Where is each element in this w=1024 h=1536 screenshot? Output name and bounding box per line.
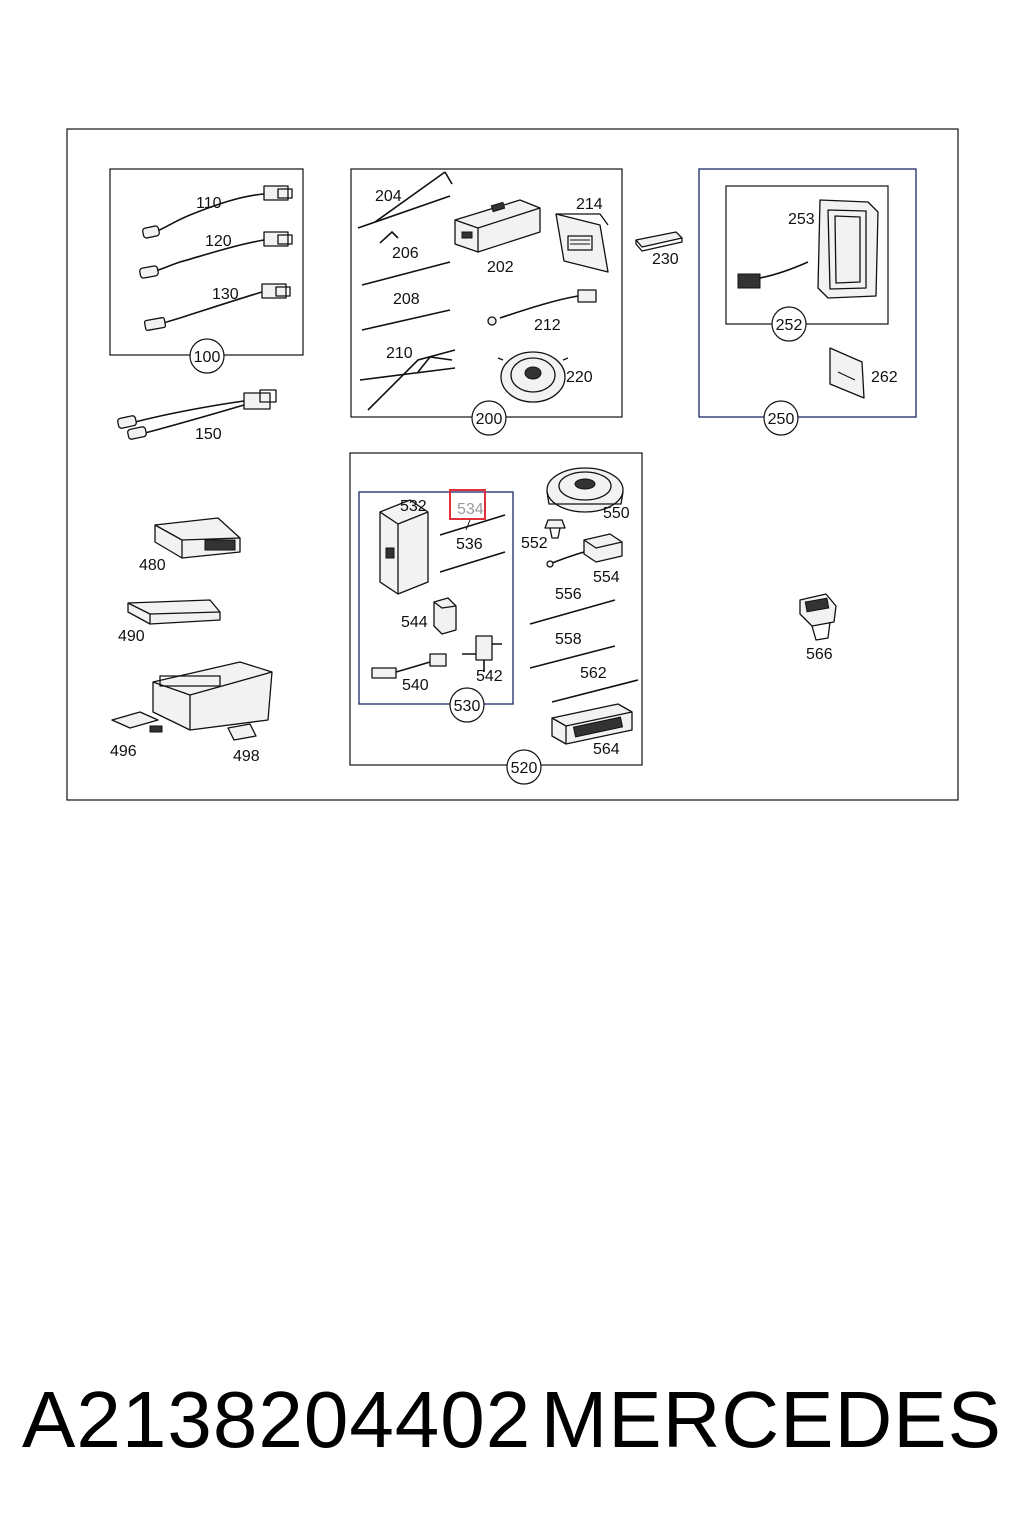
- wire-556[interactable]: [529, 599, 616, 625]
- switch-566[interactable]: [799, 593, 837, 641]
- label-496: 496: [110, 743, 137, 760]
- label-540: 540: [402, 677, 429, 694]
- label-558: 558: [555, 631, 582, 648]
- wire-536[interactable]: [439, 551, 506, 573]
- speaker-550[interactable]: [546, 467, 624, 513]
- group-label-252: 252: [776, 317, 803, 334]
- group-250: 253 252 262 250: [698, 168, 917, 436]
- group-label-250: 250: [768, 411, 795, 428]
- group-label-200: 200: [476, 411, 503, 428]
- label-212: 212: [534, 317, 561, 334]
- adapter-542[interactable]: [462, 635, 502, 672]
- group-label-530: 530: [454, 698, 481, 715]
- group-label-520: 520: [511, 760, 538, 777]
- label-150: 150: [195, 426, 222, 443]
- usb-stick-230[interactable]: [635, 231, 683, 252]
- label-564: 564: [593, 741, 620, 758]
- label-262: 262: [871, 369, 898, 386]
- highlight-534: [449, 489, 486, 520]
- wire-558[interactable]: [529, 645, 616, 669]
- group-200: 204 206 208 210 202 214: [350, 168, 623, 436]
- label-214: 214: [576, 196, 603, 213]
- label-532: 532: [400, 498, 427, 515]
- label-253: 253: [788, 211, 815, 228]
- unit-564[interactable]: [551, 703, 633, 745]
- module-554[interactable]: [546, 533, 623, 568]
- wire-206[interactable]: [361, 261, 451, 286]
- clip-552[interactable]: [544, 519, 566, 539]
- part-number: A2138204402: [22, 1375, 532, 1464]
- group-100: 110 120 130 100: [109, 168, 304, 374]
- cable-110[interactable]: [142, 185, 293, 239]
- module-490[interactable]: [127, 599, 221, 625]
- label-554: 554: [593, 569, 620, 586]
- brand-name: MERCEDES: [540, 1375, 1002, 1464]
- cable-540[interactable]: [371, 653, 447, 679]
- label-556: 556: [555, 586, 582, 603]
- label-536: 536: [456, 536, 483, 553]
- label-498: 498: [233, 748, 260, 765]
- label-542: 542: [476, 668, 503, 685]
- label-204: 204: [375, 188, 402, 205]
- wire-534[interactable]: [439, 514, 506, 536]
- group-label-100: 100: [194, 349, 221, 366]
- label-480: 480: [139, 557, 166, 574]
- label-230: 230: [652, 251, 679, 268]
- label-120: 120: [205, 233, 232, 250]
- cable-212[interactable]: [487, 289, 597, 326]
- wire-562[interactable]: [551, 679, 639, 703]
- cable-120[interactable]: [139, 231, 293, 279]
- unit-532[interactable]: [379, 499, 429, 595]
- label-208: 208: [393, 291, 420, 308]
- cable-130[interactable]: [143, 283, 291, 331]
- glass-262[interactable]: [829, 347, 865, 399]
- cable-150[interactable]: [117, 389, 277, 440]
- display-connector[interactable]: [737, 261, 809, 289]
- label-562: 562: [580, 665, 607, 682]
- label-220: 220: [566, 369, 593, 386]
- label-566: 566: [806, 646, 833, 663]
- label-202: 202: [487, 259, 514, 276]
- label-110: 110: [196, 195, 222, 212]
- label-130: 130: [212, 286, 239, 303]
- label-490: 490: [118, 628, 145, 645]
- footer: A2138204402 MERCEDES: [0, 1370, 1024, 1470]
- manual-214[interactable]: [555, 213, 609, 273]
- wire-208[interactable]: [361, 309, 451, 331]
- module-544[interactable]: [433, 597, 457, 635]
- label-544: 544: [401, 614, 428, 631]
- label-210: 210: [386, 345, 413, 362]
- group-520: 532 534 536 544 542 540 530: [349, 452, 643, 785]
- label-552: 552: [521, 535, 548, 552]
- display-frame-253[interactable]: [817, 199, 879, 299]
- module-480[interactable]: [154, 517, 241, 559]
- diagram-frame: [66, 128, 959, 801]
- label-550: 550: [603, 505, 630, 522]
- card-498[interactable]: [227, 723, 257, 741]
- wiring-210[interactable]: [359, 349, 456, 411]
- label-206: 206: [392, 245, 419, 262]
- wiring-204[interactable]: [357, 171, 453, 244]
- module-202[interactable]: [454, 199, 541, 253]
- module-496[interactable]: [111, 661, 273, 733]
- speaker-220[interactable]: [497, 351, 569, 403]
- label-534: 534: [457, 501, 484, 518]
